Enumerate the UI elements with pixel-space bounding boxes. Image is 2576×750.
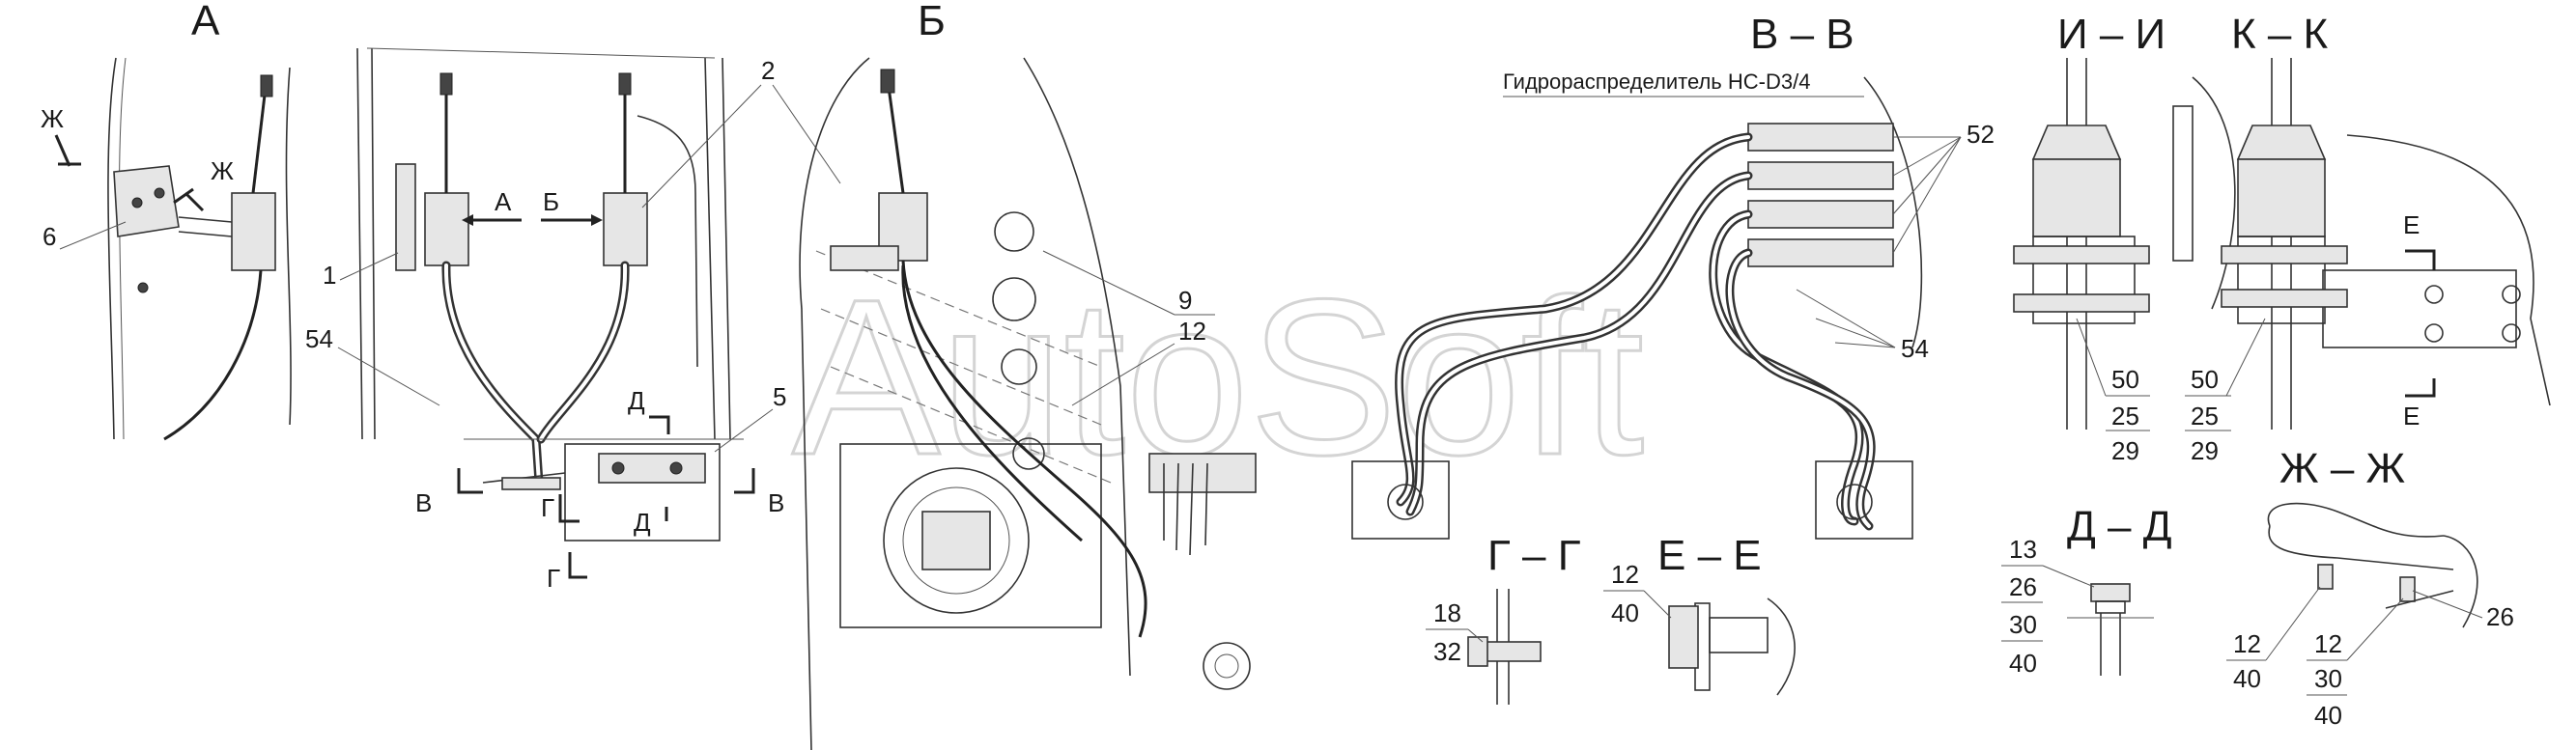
callout-5: 5	[773, 382, 786, 411]
callout-gg-1: 18	[1433, 598, 1461, 627]
cable-54-left	[441, 261, 544, 487]
section-mark-v-left: В	[415, 488, 432, 517]
callout-6: 6	[42, 222, 56, 251]
callout-kk-1: 50	[2191, 365, 2219, 394]
callout-ii-1: 50	[2111, 365, 2139, 394]
callout-dd-3: 30	[2009, 610, 2037, 639]
callout-kk-3: 29	[2191, 436, 2219, 465]
bellows-kk	[2237, 158, 2326, 237]
view-vv-title: В – В	[1750, 11, 1854, 58]
callout-1: 1	[323, 261, 336, 290]
section-mark-zh-2: Ж	[211, 156, 234, 185]
callout-ee-2: 40	[1611, 598, 1639, 627]
view-kk-title: К – К	[2231, 11, 2329, 58]
section-mark-e-bottom: Е	[2403, 402, 2420, 431]
callout-dd-1: 13	[2009, 535, 2037, 564]
section-mark-g-top: Г	[541, 493, 554, 522]
callout-2: 2	[761, 56, 775, 85]
callout-zz-right: 26	[2486, 602, 2514, 631]
section-mark-d-bottom: Д	[634, 508, 651, 537]
main-view: А Б 1 2 54 5 В В Д Д Г Г	[305, 47, 841, 593]
callout-9: 9	[1178, 286, 1192, 315]
cab-wall-outline	[107, 57, 292, 440]
view-a-title: А	[191, 0, 220, 44]
callout-dd-4: 40	[2009, 649, 2037, 678]
callout-ii-2: 25	[2111, 402, 2139, 431]
callout-52: 52	[1967, 120, 1995, 149]
section-mark-d-top: Д	[628, 386, 645, 415]
view-gg: Г – Г 18 32	[1426, 532, 1581, 705]
hydraulic-hoses	[1395, 132, 1876, 531]
hydraulic-valve-block	[1148, 453, 1257, 493]
cylinder-right	[1815, 460, 1913, 540]
cable-54-a	[163, 269, 263, 441]
view-b: Б 9 12	[799, 0, 1257, 750]
control-lever	[251, 86, 268, 194]
view-dd-title: Д – Д	[2067, 503, 2172, 550]
cable-54-right	[536, 261, 630, 444]
view-dd: Д – Д 13 26 30 40	[2001, 503, 2172, 678]
mounting-plate-5	[564, 443, 721, 542]
callout-ii-3: 29	[2111, 436, 2139, 465]
callout-zz-left-2: 40	[2233, 664, 2261, 693]
view-a: А Ж Ж 6	[41, 0, 292, 441]
section-mark-g-bottom: Г	[547, 564, 560, 593]
view-zhzh-title: Ж – Ж	[2279, 445, 2406, 492]
view-gg-title: Г – Г	[1487, 532, 1581, 579]
fitting-row-1	[1747, 123, 1894, 152]
view-zhzh: Ж – Ж 12 40 12 30 40 26	[2226, 445, 2514, 730]
view-ii-title: И – И	[2057, 11, 2166, 58]
callout-kk-2: 25	[2191, 402, 2219, 431]
callout-zz-left-1: 12	[2233, 629, 2261, 658]
view-ee: Е – Е 12 40	[1603, 532, 1796, 696]
lever-b-body	[603, 192, 648, 266]
bellows-ii	[2032, 158, 2121, 237]
cylinder-left	[1351, 460, 1450, 540]
view-ii: И – И 50 25 29	[2013, 11, 2236, 465]
view-vv: В – В Гидрораспределитель НС-D3/4 52 54	[1351, 11, 1995, 540]
callout-zz-mid-3: 40	[2314, 701, 2342, 730]
callout-54-vv: 54	[1901, 334, 1929, 363]
hydro-distributor-title: Гидрораспределитель НС-D3/4	[1503, 69, 1810, 94]
arrow-a-label: А	[495, 187, 512, 216]
section-mark-v-right: В	[768, 488, 784, 517]
callout-gg-2: 32	[1433, 637, 1461, 666]
turntable-ring	[883, 467, 1030, 614]
callout-dd-2: 26	[2009, 572, 2037, 601]
callout-zz-mid-1: 12	[2314, 629, 2342, 658]
mounting-bracket-6	[113, 165, 180, 237]
view-ee-title: Е – Е	[1657, 532, 1762, 579]
callout-zz-mid-2: 30	[2314, 664, 2342, 693]
lever-a-body	[424, 192, 469, 266]
lever-b-handle	[887, 86, 905, 194]
callout-12: 12	[1178, 317, 1206, 346]
fitting-row-2	[1747, 161, 1894, 190]
arrow-b-label: Б	[543, 187, 559, 216]
control-lever-body	[231, 192, 276, 271]
section-mark-e-top: Е	[2403, 210, 2420, 239]
fitting-row-3	[1747, 200, 1894, 229]
fitting-row-4	[1747, 238, 1894, 267]
section-mark-zh-1: Ж	[41, 104, 64, 133]
callout-54: 54	[305, 324, 333, 353]
view-kk: К – К Е Е 50 25 29	[2185, 11, 2551, 465]
callout-ee-1: 12	[1611, 560, 1639, 589]
view-b-title: Б	[918, 0, 946, 44]
